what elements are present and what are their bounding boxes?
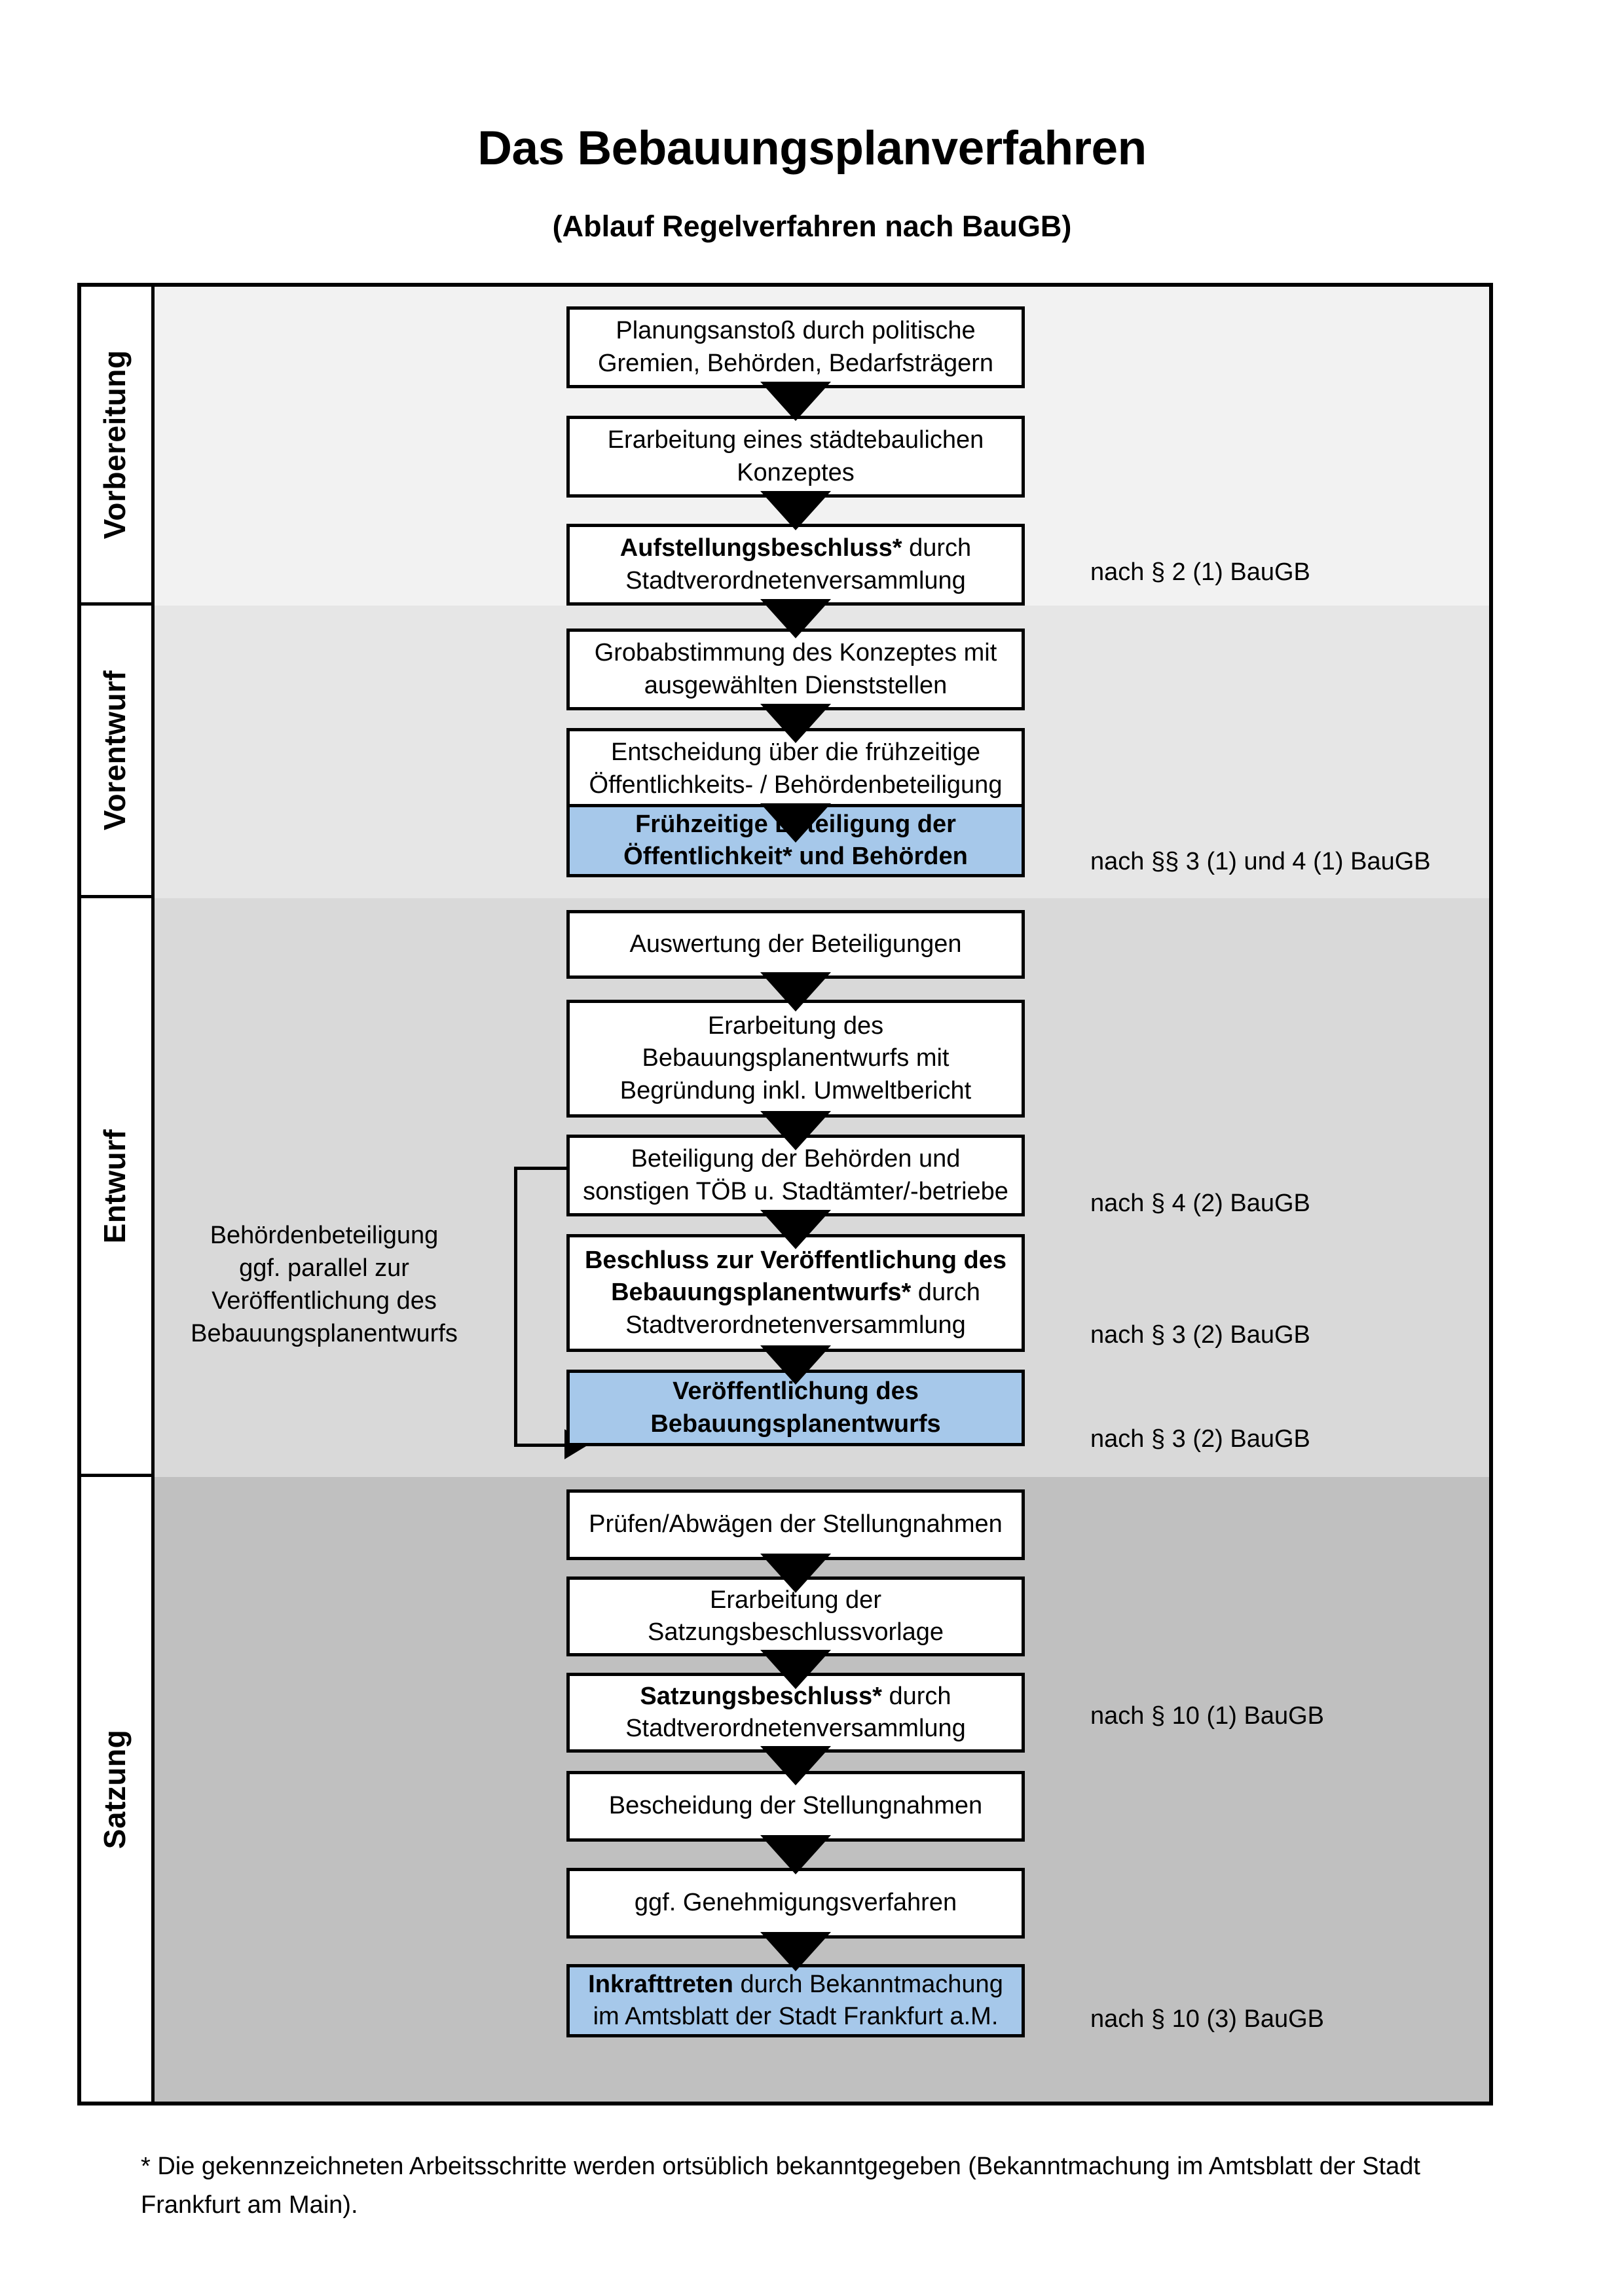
box-line-3: Begründung inkl. Umweltbericht [619, 1076, 972, 1104]
arrow-down-icon [760, 382, 831, 421]
box-line-2: sonstigen TÖB u. Stadtämter/-betriebe [583, 1177, 1008, 1205]
box-line-2: Satzungsbeschlussvorlage [647, 1618, 944, 1646]
box-line-1: Inkrafttreten durch Bekanntmachung [588, 1969, 1003, 2001]
page-subtitle: (Ablauf Regelverfahren nach BauGB) [552, 210, 1072, 243]
process-box-staedtebauliches-konzept[interactable]: Erarbeitung eines städtebaulichen Konzep… [566, 416, 1025, 498]
legal-ref-paragraph-3-1-4-1: nach §§ 3 (1) und 4 (1) BauGB [1090, 848, 1431, 875]
box-line-2: Stadtverordnetenversammlung [625, 1715, 966, 1742]
box-rest-text: durch [911, 1279, 980, 1307]
process-box-inkrafttreten[interactable]: Inkrafttreten durch Bekanntmachung im Am… [566, 1964, 1025, 2037]
process-box-beteiligung-behoerden-toeb[interactable]: Beteiligung der Behörden und sonstigen T… [566, 1135, 1025, 1216]
arrow-down-icon [760, 803, 831, 843]
feedback-loop-left-segment [514, 1167, 517, 1447]
legal-ref-paragraph-4-2: nach § 4 (2) BauGB [1090, 1190, 1310, 1217]
box-bold-text: Beschluss zur Veröffentlichung des [584, 1246, 1007, 1274]
box-line-3: Stadtverordnetenversammlung [625, 1311, 966, 1339]
arrow-down-icon [760, 599, 831, 638]
box-bold-text: Aufstellungsbeschluss* [619, 534, 902, 562]
legal-ref-paragraph-10-3: nach § 10 (3) BauGB [1090, 2005, 1324, 2033]
box-line-2: Bebauungsplanentwurfs* durch [585, 1277, 1006, 1309]
phase-label-satzung: Satzung [77, 1477, 155, 2102]
box-line-1: ggf. Genehmigungsverfahren [634, 1889, 957, 1917]
legal-ref-paragraph-3-2-beschluss: nach § 3 (2) BauGB [1090, 1321, 1310, 1349]
box-rest-text: durch [902, 534, 972, 562]
page-title: Das Bebauungsplanverfahren [477, 122, 1147, 175]
box-line-2: Bebauungsplanentwurfs mit [642, 1044, 950, 1072]
box-line-2: ausgewählten Dienststellen [644, 671, 948, 699]
box-line-1: Grobabstimmung des Konzeptes mit [594, 639, 997, 667]
box-rest-text: durch Bekanntmachung [733, 1970, 1003, 1998]
box-line-1: Planungsanstoß durch politische [616, 317, 976, 345]
process-box-beschluss-veroeffentlichung[interactable]: Beschluss zur Veröffentlichung des Bebau… [566, 1234, 1025, 1352]
box-line-1: Entscheidung über die frühzeitige [610, 738, 981, 767]
arrow-down-icon [760, 1746, 831, 1785]
box-line-1: Beschluss zur Veröffentlichung des [585, 1245, 1006, 1277]
feedback-loop-top-segment [514, 1167, 586, 1170]
process-box-erarbeitung-satzungsvorlage[interactable]: Erarbeitung der Satzungsbeschlussvorlage [566, 1576, 1025, 1656]
box-rest-text: durch [881, 1682, 951, 1710]
process-box-pruefen-abwaegen[interactable]: Prüfen/Abwägen der Stellungnahmen [566, 1489, 1025, 1560]
box-line-1: Aufstellungsbeschluss* durch [620, 532, 971, 564]
box-bold-text: Bebauungsplanentwurfs* [611, 1279, 912, 1307]
arrow-down-icon [760, 1345, 831, 1385]
phase-label-entwurf: Entwurf [77, 898, 155, 1477]
process-box-planungsanstoss[interactable]: Planungsanstoß durch politische Gremien,… [566, 306, 1025, 388]
arrow-down-icon [760, 491, 831, 530]
process-box-auswertung-beteiligungen[interactable]: Auswertung der Beteiligungen [566, 910, 1025, 979]
box-line-2: Bebauungsplanentwurfs [650, 1410, 941, 1438]
box-line-2: Öffentlichkeit* und Behörden [623, 843, 968, 870]
process-box-erarbeitung-bebauungsplanentwurf[interactable]: Erarbeitung des Bebauungsplanentwurfs mi… [566, 1000, 1025, 1118]
box-line-2: Konzeptes [737, 458, 855, 486]
legal-ref-paragraph-3-2-veroeffentlichung: nach § 3 (2) BauGB [1090, 1425, 1310, 1453]
legal-ref-paragraph-10-1: nach § 10 (1) BauGB [1090, 1702, 1324, 1730]
diagram-frame [77, 283, 1493, 2105]
box-line-1: Erarbeitung eines städtebaulichen [607, 426, 984, 454]
parallel-procedure-note: Behördenbeteiligung ggf. parallel zur Ve… [177, 1219, 471, 1351]
box-line-1: Prüfen/Abwägen der Stellungnahmen [589, 1510, 1003, 1539]
box-line-1: Erarbeitung des [707, 1011, 884, 1040]
phase-label-vorbereitung: Vorbereitung [77, 287, 155, 606]
feedback-loop-bottom-segment [514, 1444, 566, 1447]
arrow-down-icon [760, 1650, 831, 1689]
box-line-2: im Amtsblatt der Stadt Frankfurt a.M. [593, 2003, 999, 2030]
arrow-down-icon [760, 1210, 831, 1249]
box-line-2: Öffentlichkeits- / Behördenbeteiligung [589, 771, 1003, 799]
arrow-down-icon [760, 1111, 831, 1150]
arrow-down-icon [760, 1932, 831, 1971]
box-line-1: Auswertung der Beteiligungen [629, 930, 962, 958]
box-line-2: Gremien, Behörden, Bedarfsträgern [597, 349, 994, 377]
box-line-2: Stadtverordnetenversammlung [625, 566, 966, 594]
box-bold-text: Inkrafttreten [588, 1970, 733, 1998]
arrow-down-icon [760, 704, 831, 743]
arrow-down-icon [760, 1835, 831, 1874]
note-line-4: Bebauungsplanentwurfs [191, 1320, 458, 1348]
note-line-3: Veröffentlichung des [212, 1287, 437, 1315]
legal-ref-paragraph-2-1: nach § 2 (1) BauGB [1090, 558, 1310, 586]
arrow-down-icon [760, 972, 831, 1011]
footnote: * Die gekennzeichneten Arbeitsschritte w… [141, 2153, 1420, 2219]
arrow-down-icon [760, 1554, 831, 1593]
process-box-genehmigungsverfahren[interactable]: ggf. Genehmigungsverfahren [566, 1868, 1025, 1939]
note-line-1: Behördenbeteiligung [210, 1222, 439, 1249]
process-box-grobabstimmung[interactable]: Grobabstimmung des Konzeptes mit ausgewä… [566, 629, 1025, 710]
process-box-aufstellungsbeschluss[interactable]: Aufstellungsbeschluss* durch Stadtverord… [566, 524, 1025, 606]
phase-label-vorentwurf: Vorentwurf [77, 606, 155, 898]
box-line-1: Bescheidung der Stellungnahmen [608, 1792, 983, 1820]
note-line-2: ggf. parallel zur [239, 1254, 409, 1283]
